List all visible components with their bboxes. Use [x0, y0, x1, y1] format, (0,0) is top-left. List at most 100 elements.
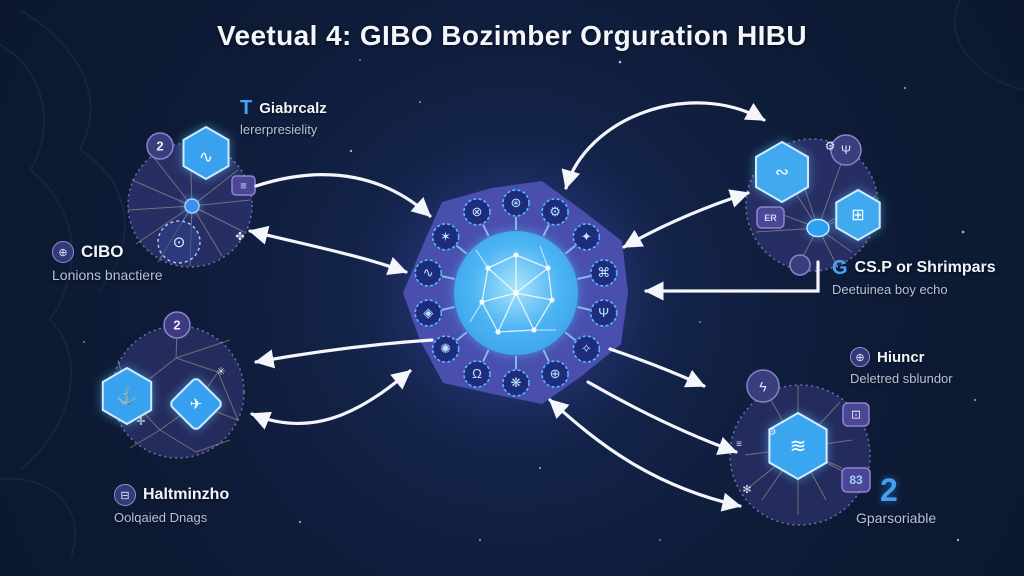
hub-spoke: [542, 349, 550, 362]
number-value: 2: [880, 472, 898, 508]
label-top-left: T Giabrcalz lererpresielity: [240, 98, 327, 137]
hub-icon-glyph: ⌘: [597, 265, 610, 280]
dashed-subnode: [157, 220, 201, 264]
hexagon-glyph-icon: ⊞: [851, 207, 864, 224]
hub-spoke: [564, 331, 577, 342]
label-right-subtitle: Deetuinea boy echo: [832, 282, 948, 297]
hexagon-glyph-icon: ∾: [775, 162, 789, 181]
hub-spoke: [577, 306, 591, 311]
diamond-glyph-icon: ✈: [190, 396, 203, 413]
label-right-title: CS.P or Shrimpars: [854, 259, 996, 276]
label-top-left-subtitle: lererpresielity: [240, 122, 318, 137]
hexagon-node: [182, 125, 230, 181]
hub-icon-circle: [431, 335, 460, 363]
hub-icon-circle: [589, 299, 618, 327]
central-hub: ⊛⚙✦⌘Ψ✧⊕❋Ω✺◈∿✶⊗: [348, 125, 684, 461]
scribble-icon: ✛: [136, 416, 145, 428]
hexagon-glyph-icon: ≋: [790, 435, 807, 457]
count-badge: [146, 132, 174, 160]
hub-spoke: [441, 306, 455, 311]
number-subtitle: Gparsoriable: [856, 510, 937, 526]
hub-icon-glyph: ⊕: [550, 366, 561, 381]
connector-arrows: [248, 101, 820, 512]
tag-badge-label: ER: [764, 213, 777, 223]
cluster-center-node: [806, 218, 830, 238]
hub-icon-circle: [414, 299, 443, 327]
tag-badge-label: 83: [849, 473, 863, 487]
hexagon-node: [768, 411, 828, 481]
arrow-hub-topright-arc-bidirectional: [561, 101, 766, 190]
hub-icon-glyph: Ψ: [598, 305, 609, 320]
hub-icon-circle: [463, 198, 491, 226]
hub-spoke: [542, 224, 550, 237]
globe-badge-icon: ⊕: [52, 241, 74, 263]
hub-spoke: [577, 275, 591, 280]
hexagon-node: [835, 188, 881, 242]
tag-badge-glyph-icon: ⊡: [851, 408, 861, 422]
hub-icon-glyph: ∿: [423, 265, 434, 280]
tag-badge: [842, 402, 870, 427]
label-left-subtitle: Lonions bnactiere: [52, 267, 163, 283]
label-bottom-right-subtitle: Deletred sblundor: [850, 371, 953, 386]
scribble-icon: ✻: [742, 484, 751, 496]
t-icon: T: [240, 97, 253, 119]
hub-icon-circle: [589, 259, 618, 287]
hub-icon-glyph: ✺: [440, 341, 451, 356]
hub-icon-circle: [541, 198, 569, 226]
hexagon-glyph-icon: ∿: [199, 147, 213, 166]
cluster-center-node: [184, 198, 200, 214]
label-number: 2 Gparsoriable: [856, 474, 936, 526]
arrow-topleft-to-hub: [254, 173, 432, 218]
tag-badge: [756, 206, 785, 229]
label-right: G CS.P or Shrimpars Deetuinea boy echo: [832, 258, 996, 297]
hub-icon-glyph: ✦: [581, 229, 592, 244]
scribble-icon: ≡: [736, 439, 742, 450]
hub-icon-glyph: ⊗: [471, 204, 482, 219]
globe-badge-icon: ⊕: [850, 347, 870, 367]
hub-spoke: [482, 349, 490, 362]
hub-icon-circle: [502, 189, 530, 217]
badge-glyph-icon: ϟ: [759, 379, 767, 395]
hub-icon-glyph: ⚙: [549, 204, 561, 219]
hub-icon-glyph: ⊛: [511, 195, 522, 210]
label-bottom-right-title: Hiuncr: [877, 348, 925, 366]
badge-node: [789, 254, 811, 276]
hub-molecule-icon: [469, 245, 556, 335]
badge-node: [830, 134, 862, 166]
hub-spoke: [455, 331, 468, 342]
hub-icon-ring: ⊛⚙✦⌘Ψ✧⊕❋Ω✺◈∿✶⊗: [414, 189, 618, 397]
hub-icon-circle: [541, 360, 569, 388]
tag-badge: [841, 467, 871, 493]
label-left-title: CIBO: [81, 242, 124, 261]
arrow-right-label-to-hub: [644, 260, 820, 301]
hub-icon-circle: [414, 259, 443, 287]
hub-icon-circle: [572, 223, 601, 251]
arrow-hub-bottomleft-bidirectional: [250, 369, 412, 430]
chat-badge-icon: ⊟: [114, 484, 136, 506]
page-title: Veetual 4: GIBO Bozimber Orguration HIBU: [216, 20, 808, 51]
star-dots: [83, 59, 977, 542]
cluster-top-left: ∿ 2 ≡ ⊙ ✤: [127, 125, 256, 268]
hub-icon-glyph: ✧: [581, 341, 592, 356]
badge-glyph-icon: Ψ: [841, 143, 851, 157]
label-bottom-left-title: Haltminzho: [143, 486, 230, 503]
g-icon: G: [832, 257, 848, 279]
arrow-hub-to-bottomright-upper: [608, 347, 706, 388]
hub-icon-glyph: ✶: [440, 229, 451, 244]
diamond-node: [170, 378, 222, 430]
background-texture: [0, 0, 1024, 561]
scribble-icon: ✤: [235, 231, 244, 243]
cluster-bottom-right: ≋ ϟ ⊡ 83 ✻ ⚙ ≡: [729, 369, 871, 526]
count-badge-label: 2: [156, 138, 163, 153]
count-badge-label: 2: [173, 317, 180, 332]
hub-icon-circle: [431, 223, 460, 251]
hub-icon-glyph: ◈: [423, 305, 433, 320]
arrow-hub-to-bottomleft: [254, 338, 434, 369]
hub-icon-glyph: Ω: [472, 366, 482, 381]
scribble-icon: ⚙: [768, 427, 777, 438]
count-badge: [163, 311, 191, 339]
label-bottom-right: ⊕ Hiuncr Deletred sblundor: [850, 347, 953, 386]
cluster-top-right: ∾ ⊞ Ψ ER ⚙: [745, 134, 881, 276]
